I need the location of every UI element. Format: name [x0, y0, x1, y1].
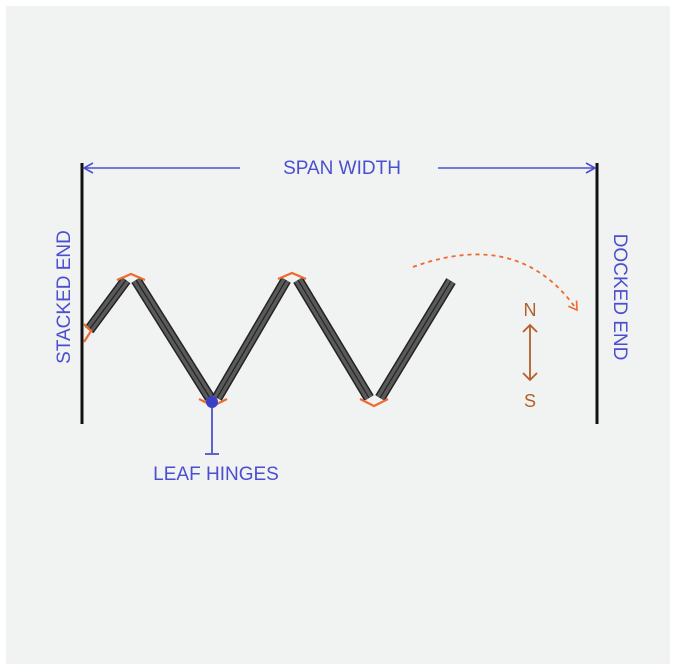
hinge-mark: [83, 323, 93, 343]
door-leaves: [84, 276, 456, 401]
door-leaf: [84, 276, 131, 334]
compass-arrow-up: [522, 323, 538, 333]
span-width-label: SPAN WIDTH: [283, 158, 401, 179]
hinge-mark: [277, 271, 307, 281]
diagram-background: [6, 6, 670, 664]
hinge-marks: [83, 271, 389, 408]
docked-end-label: DOCKED END: [609, 234, 630, 361]
hinge-mark: [359, 398, 389, 408]
hinge-mark: [116, 272, 146, 282]
compass-south-label: S: [524, 391, 536, 411]
door-leaf: [131, 277, 215, 401]
door-leaf: [212, 277, 291, 401]
leaf-hinges-label: LEAF HINGES: [153, 464, 279, 485]
leaf-hinge-dot: [206, 396, 218, 408]
swing-direction-arrow: [412, 253, 578, 312]
compass-north-label: N: [524, 300, 537, 320]
door-leaf: [293, 277, 374, 401]
compass-arrow-down: [522, 372, 538, 382]
door-leaf: [375, 278, 456, 401]
stacked-end-label: STACKED END: [54, 230, 75, 364]
